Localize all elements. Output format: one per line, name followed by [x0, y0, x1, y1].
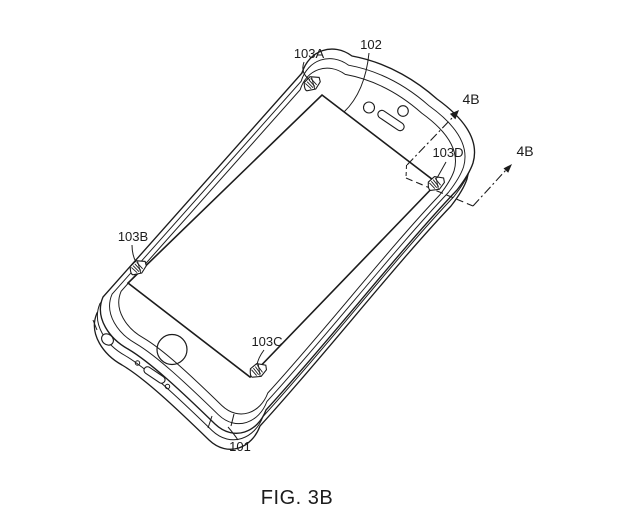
leader-103c	[256, 349, 265, 366]
label-101: 101	[229, 439, 251, 454]
section-line-jog	[405, 164, 407, 179]
section-line-through-clip	[405, 177, 474, 207]
label-103a: 103A	[294, 46, 325, 61]
label-103b: 103B	[118, 229, 148, 244]
display-window	[126, 93, 439, 379]
figure-caption: FIG. 3B	[261, 487, 333, 509]
leader-103b	[131, 244, 137, 263]
label-103c: 103C	[251, 334, 282, 349]
home-button	[156, 333, 188, 366]
label-4b-1: 4B	[462, 91, 479, 107]
leader-103a	[302, 61, 311, 81]
section-line-segment	[472, 169, 507, 207]
section-arrowhead-icon	[503, 164, 512, 173]
band-seam-tick	[230, 413, 235, 427]
leader-101	[227, 426, 239, 441]
front-face-features	[126, 93, 439, 379]
connector-port	[143, 366, 166, 384]
device-outline	[92, 48, 476, 450]
earpiece-slot	[377, 109, 405, 132]
leader-lines	[131, 52, 447, 441]
bottom-edge-ports	[101, 333, 171, 390]
camera-hole	[362, 101, 376, 114]
leader-103d	[436, 161, 447, 179]
section-arrowhead-icon	[449, 110, 459, 120]
screw-hole	[134, 360, 141, 366]
section-line-segment	[406, 116, 454, 166]
label-103d: 103D	[432, 145, 463, 160]
headphone-jack-hole	[101, 333, 114, 346]
screw-hole	[164, 383, 171, 390]
leader-102	[343, 52, 370, 113]
sensor-hole	[397, 105, 409, 117]
label-102: 102	[360, 37, 382, 52]
section-line-4b	[405, 110, 512, 207]
band-seam-tick	[207, 415, 213, 429]
band-seam-tick	[92, 319, 98, 331]
label-4b-2: 4B	[516, 143, 533, 159]
